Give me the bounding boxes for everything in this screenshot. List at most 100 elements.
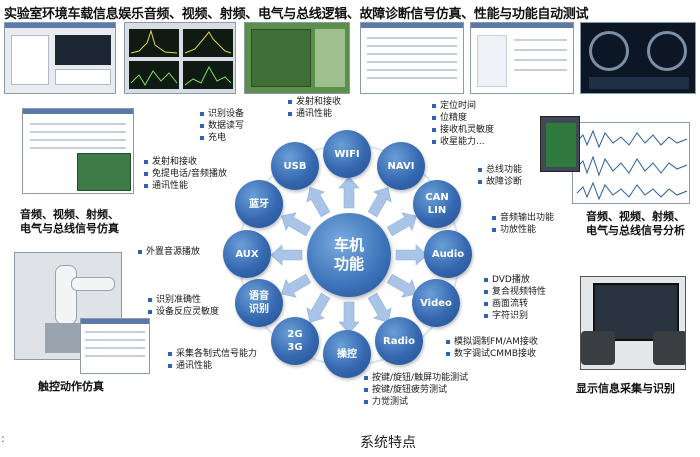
- feature-item: 画面流转: [484, 298, 546, 310]
- feature-item: 通讯性能: [144, 180, 227, 192]
- caption-signal-analysis: 音频、视频、射频、 电气与总线信号分析: [586, 210, 685, 238]
- features-bluetooth: 发射和接收 免提电话/音频播放 通讯性能: [144, 156, 227, 192]
- radial-arrow: [386, 212, 417, 237]
- node-radio: Radio: [375, 317, 423, 365]
- caption-display-capture: 显示信息采集与识别: [576, 382, 675, 395]
- feature-item: 数字调试CMMB接收: [446, 348, 538, 360]
- node-label: Audio: [431, 248, 465, 260]
- feature-item: 识别准确性: [148, 294, 219, 306]
- features-voice: 识别准确性 设备反应灵敏度: [148, 294, 219, 318]
- radial-arrow: [281, 212, 312, 237]
- feature-item: 定位时间: [432, 100, 494, 112]
- feature-item: 外置音源播放: [138, 246, 200, 258]
- diagram-subtitle: 系统特点: [360, 435, 416, 451]
- features-audio: 音频输出功能 功放性能: [492, 212, 554, 236]
- node-voice-recognition: 语音识别: [235, 279, 283, 327]
- features-touch: 按键/旋钮/触屏功能测试 按键/旋钮疲劳测试 力觉测试: [364, 372, 468, 408]
- features-can: 总线功能 故障诊断: [478, 164, 522, 188]
- feature-item: 设备反应灵敏度: [148, 306, 219, 318]
- radial-arrow: [367, 187, 392, 218]
- features-video: DVD播放 复合视频特性 画面流转 字符识别: [484, 274, 546, 322]
- feature-item: 力觉测试: [364, 396, 468, 408]
- node-label: 3G: [287, 342, 303, 353]
- node-label: AUX: [235, 248, 259, 260]
- features-radio: 模拟调制FM/AM接收 数字调试CMMB接收: [446, 336, 538, 360]
- node-label: 蓝牙: [249, 198, 269, 210]
- thumbnail-touch-software: [80, 318, 150, 374]
- thumbnail-analysis: [572, 122, 690, 204]
- thumbnail-pxi-card: [540, 116, 580, 172]
- thumbnail-sim-hardware: [22, 108, 134, 194]
- node-label: USB: [283, 160, 307, 172]
- features-navi: 定位时间 位精度 接收机灵敏度 收星能力...: [432, 100, 494, 148]
- features-2g-3g: 采集各制式信号能力 通讯性能: [168, 348, 257, 372]
- radial-arrows: [270, 176, 428, 334]
- node-audio: Audio: [424, 230, 472, 278]
- radial-arrow: [367, 292, 392, 323]
- caption-signal-simulation: 音频、视频、射频、 电气与总线信号仿真: [20, 208, 119, 236]
- caption-line: 电气与总线信号仿真: [20, 222, 119, 235]
- node-touch-control: 操控: [323, 330, 371, 378]
- center-label-line1: 车机: [333, 236, 364, 254]
- thumbnail-sim-software: [4, 22, 116, 94]
- radial-arrow: [306, 187, 331, 218]
- caption-line: 音频、视频、射频、: [20, 208, 119, 221]
- caption-touch-simulation: 触控动作仿真: [38, 380, 104, 393]
- thumbnail-form-2: [470, 22, 574, 94]
- node-label: WIFI: [334, 148, 360, 160]
- feature-item: 识别设备: [200, 108, 244, 120]
- feature-item: 发射和接收: [288, 96, 341, 108]
- node-label: Radio: [383, 335, 415, 347]
- radial-arrow: [395, 244, 428, 266]
- node-label: 操控: [337, 348, 357, 360]
- features-usb: 识别设备 数据读写 充电: [200, 108, 244, 144]
- feature-item: 字符识别: [484, 310, 546, 322]
- radial-arrow: [338, 301, 360, 334]
- thumbnail-display-capture: [580, 276, 686, 370]
- node-label: NAVI: [387, 160, 415, 172]
- node-label: 语音: [249, 291, 269, 302]
- thumbnail-dashboard: [580, 22, 696, 94]
- feature-item: 收星能力...: [432, 136, 494, 148]
- corner-mark: :: [1, 432, 5, 445]
- feature-item: 音频输出功能: [492, 212, 554, 224]
- node-label: CAN: [425, 192, 449, 203]
- thumbnail-spectrum: [124, 22, 236, 94]
- features-aux: 外置音源播放: [138, 246, 200, 258]
- features-wifi: 发射和接收 通讯性能: [288, 96, 341, 120]
- node-bluetooth: 蓝牙: [235, 180, 283, 228]
- feature-item: 数据读写: [200, 120, 244, 132]
- feature-item: 故障诊断: [478, 176, 522, 188]
- feature-item: 按键/旋钮疲劳测试: [364, 384, 468, 396]
- node-usb: USB: [271, 142, 319, 190]
- center-node-car-functions: 车机 功能: [307, 213, 391, 297]
- node-wifi: WIFI: [323, 130, 371, 178]
- feature-item: 免提电话/音频播放: [144, 168, 227, 180]
- radial-arrow: [306, 292, 331, 323]
- feature-item: 功放性能: [492, 224, 554, 236]
- feature-item: 通讯性能: [288, 108, 341, 120]
- feature-item: 采集各制式信号能力: [168, 348, 257, 360]
- caption-line: 音频、视频、射频、: [586, 210, 685, 223]
- feature-item: 充电: [200, 132, 244, 144]
- node-navi: NAVI: [377, 142, 425, 190]
- center-label-line2: 功能: [333, 255, 364, 273]
- node-label: 识别: [249, 304, 269, 315]
- radial-arrow: [338, 176, 360, 209]
- node-video: Video: [412, 279, 460, 327]
- thumbnail-video: [244, 22, 350, 94]
- feature-item: 模拟调制FM/AM接收: [446, 336, 538, 348]
- radial-arrow: [270, 244, 303, 266]
- radial-arrow: [386, 273, 417, 298]
- node-aux: AUX: [223, 230, 271, 278]
- node-label: 2G: [287, 329, 303, 340]
- radial-arrow: [281, 273, 312, 298]
- feature-item: 通讯性能: [168, 360, 257, 372]
- thumbnail-form-1: [360, 22, 464, 94]
- feature-item: 位精度: [432, 112, 494, 124]
- feature-item: 总线功能: [478, 164, 522, 176]
- node-label: Video: [420, 297, 452, 309]
- page-title: 实验室环境车载信息娱乐音频、视频、射频、电气与总线逻辑、故障诊断信号仿真、性能与…: [4, 7, 589, 22]
